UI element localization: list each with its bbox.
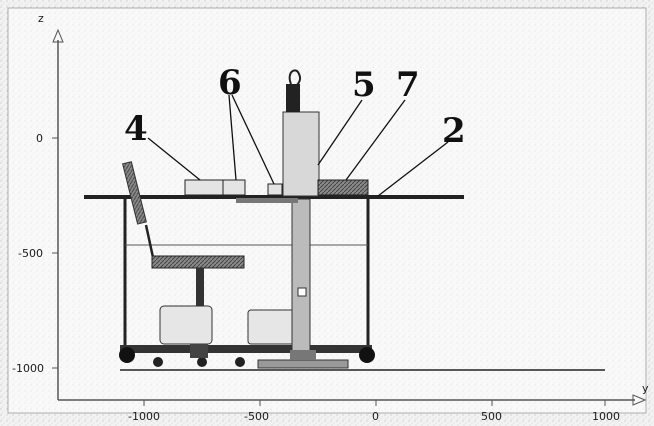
seat-backrest [122,161,147,225]
z-tick-label: -500 [18,247,43,260]
wheels [119,347,375,367]
column-marker [297,287,307,297]
wheel-icon [359,347,375,363]
z-axis-arrow-icon [52,28,64,43]
tower-cap [286,84,300,112]
leader-4 [147,137,201,181]
y-tick-label: 1000 [592,410,620,423]
desk-items [184,179,369,203]
y-axis-arrow-icon [632,394,647,406]
axes: z y 0 -500 -1000 -1000 -500 0 500 1000 [12,12,649,423]
wheel-icon [235,357,245,367]
leader-6b [231,94,275,185]
base-footplate [257,359,349,369]
item-6-box [222,179,246,196]
seat-assembly [122,161,295,358]
callout-5: 5 [352,65,376,105]
left-box [159,305,213,345]
tower [282,69,320,360]
seat-cushion [151,255,245,269]
desk-base-rail [120,345,372,353]
tower-upper [282,111,320,197]
shelf-plate [236,198,298,203]
hook-icon [288,69,302,87]
y-tick-label: -500 [244,410,269,423]
wheel-icon [153,357,163,367]
callout-4: 4 [124,109,148,149]
leader-7 [345,99,406,181]
y-axis-label: y [642,382,649,395]
seat-column [196,268,204,306]
leader-2 [377,141,449,197]
z-axis-label: z [38,12,44,25]
z-tick-label: 0 [36,132,43,145]
item-7-block [317,179,369,196]
item-6b-box [267,183,283,196]
callout-6: 6 [218,63,242,103]
z-tick-label: -1000 [12,362,44,375]
wheel-icon [197,357,207,367]
y-tick-label: 0 [372,410,379,423]
tower-foot [290,350,316,360]
callout-7: 7 [396,65,420,105]
y-tick-label: 500 [481,410,502,423]
callout-2: 2 [442,111,466,151]
leader-6a [228,94,237,181]
wheel-icon [119,347,135,363]
y-tick-label: -1000 [128,410,160,423]
center-box [247,309,295,345]
tower-column [291,198,311,352]
item-4-box [184,179,224,196]
desk-top [84,195,464,199]
callout-leaders [147,94,449,197]
desk-frame [84,195,464,369]
leader-5 [317,99,363,166]
seat-base-block [190,344,208,358]
